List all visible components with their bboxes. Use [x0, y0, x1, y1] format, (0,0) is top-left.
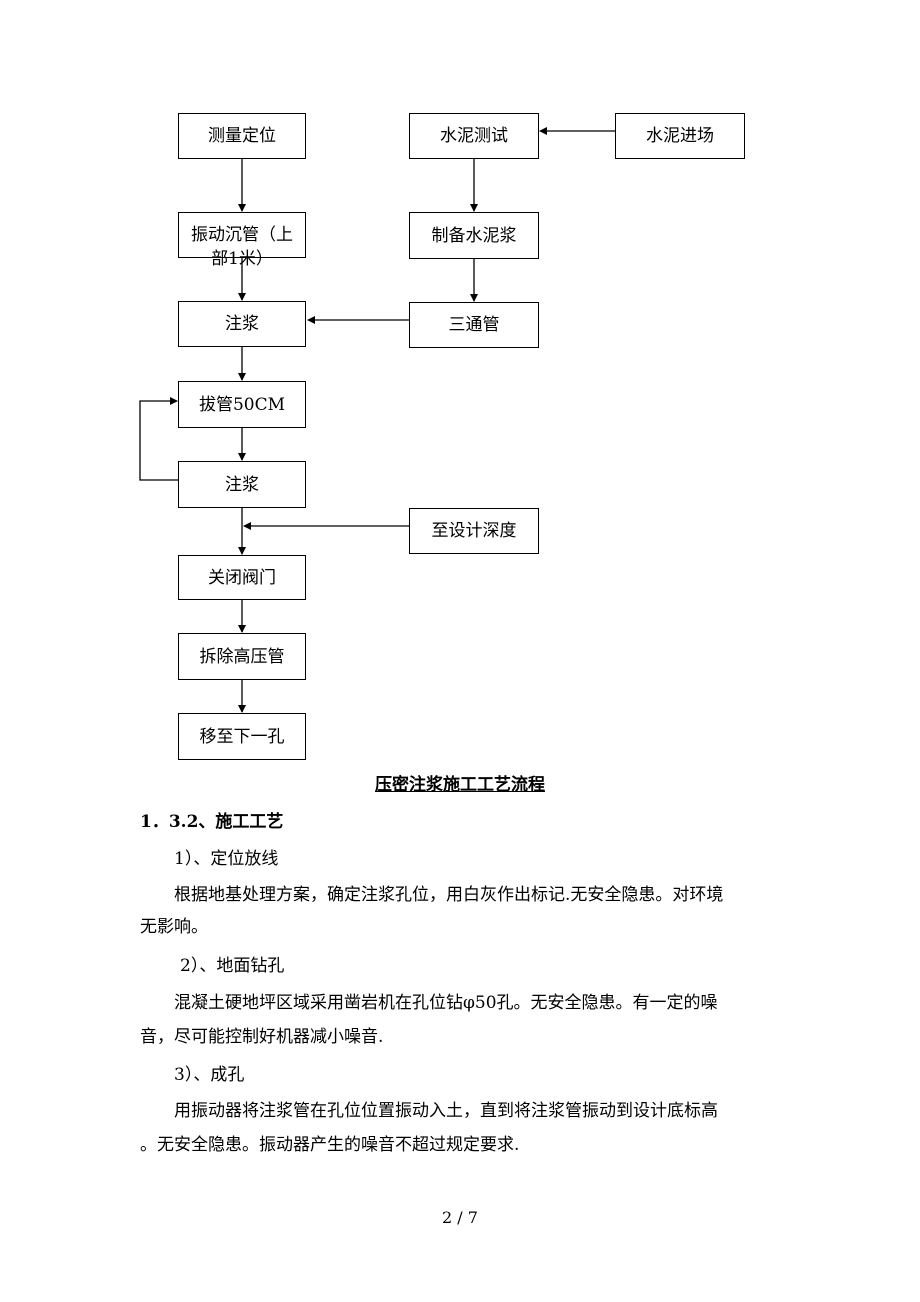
step-move-next: 移至下一孔: [178, 713, 306, 760]
step-close-valve: 关闭阀门: [178, 555, 306, 600]
flowchart-caption: 压密注浆施工工艺流程: [375, 775, 545, 795]
paragraph-1-line-1: 根据地基处理方案，确定注浆孔位，用白灰作出标记.无安全隐患。对环境: [174, 885, 724, 905]
paragraph-3-line-1: 用振动器将注浆管在孔位位置振动入土，直到将注浆管振动到设计底标高: [174, 1101, 718, 1121]
step-design-depth: 至设计深度: [409, 508, 539, 554]
item-3-heading: 3）、成孔: [174, 1065, 245, 1085]
step-tee-pipe: 三通管: [409, 302, 539, 348]
page-number: 2 / 7: [442, 1208, 478, 1227]
flowchart-connectors: [139, 127, 615, 713]
step-pull: 拔管50CM: [178, 381, 306, 428]
paragraph-2-line-1: 混凝土硬地坪区域采用凿岩机在孔位钻φ50孔。无安全隐患。有一定的噪: [174, 993, 718, 1013]
step-inject: 注浆: [178, 301, 306, 347]
paragraph-1-line-2: 无影响。: [140, 917, 208, 937]
step-cement-in: 水泥进场: [615, 113, 745, 159]
step-remove-pipe: 拆除高压管: [178, 633, 306, 680]
paragraph-2-line-2: 音，尽可能控制好机器减小噪音.: [140, 1027, 384, 1047]
item-2-heading: 2）、地面钻孔: [180, 956, 285, 976]
step-cement-test: 水泥测试: [409, 113, 539, 159]
item-1-heading: 1）、定位放线: [174, 849, 279, 869]
loop-back-arrow: [139, 397, 179, 481]
step-vibrate: 振动沉管（上部1米）: [178, 212, 306, 269]
section-heading: 1．3.2、施工工艺: [140, 812, 284, 832]
paragraph-3-line-2: 。无安全隐患。振动器产生的噪音不超过规定要求.: [140, 1135, 520, 1155]
step-inject-2: 注浆: [178, 461, 306, 508]
step-prepare-slurry: 制备水泥浆: [409, 212, 539, 259]
step-measure: 测量定位: [178, 113, 306, 159]
